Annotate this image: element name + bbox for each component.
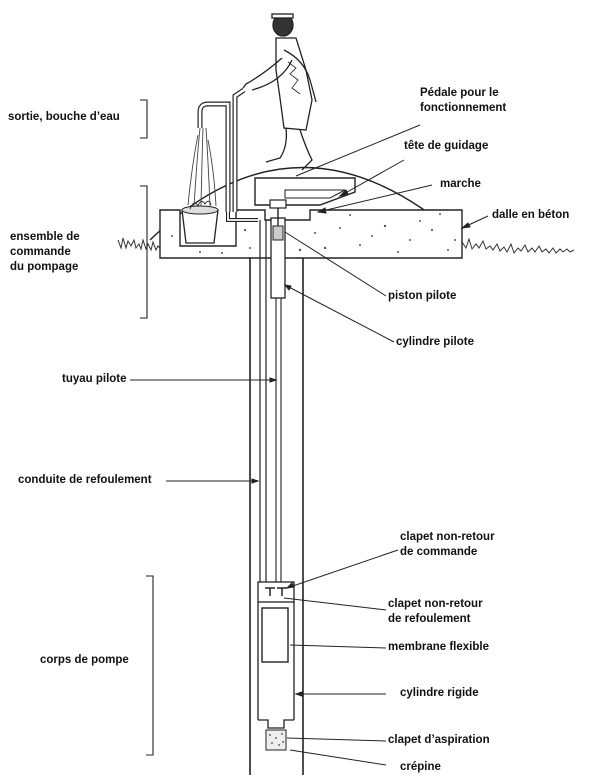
flexible-membrane (261, 607, 289, 663)
label-cylindre-rigide: cylindre rigide (400, 687, 479, 699)
ground-right (461, 237, 575, 255)
label-corps-de-pompe: corps de pompe (40, 654, 129, 666)
guide-head (269, 199, 287, 209)
label-membrane: membrane flexible (388, 641, 489, 653)
label-tete-de-guidage: tête de guidage (404, 140, 489, 152)
label-clapet-refoulement-line2: de refoulement (388, 613, 471, 625)
label-sortie: sortie, bouche d’eau (8, 111, 120, 123)
ground-left (117, 237, 162, 252)
label-ensemble-line2: commande (10, 246, 71, 258)
leader-lines (130, 124, 489, 766)
label-clapet-commande-line2: de commande (400, 546, 478, 558)
brackets (140, 99, 154, 756)
label-clapet-commande-line1: clapet non-retour (400, 531, 495, 543)
label-clapet-aspiration: clapet d’aspiration (388, 734, 490, 746)
concrete-slab (159, 209, 463, 259)
label-crepine: crépine (400, 761, 441, 773)
pilot-piston (272, 225, 284, 241)
label-marche: marche (440, 178, 481, 190)
pump-body (257, 581, 295, 751)
label-ensemble-line3: du pompage (10, 261, 79, 273)
handle-pipe (232, 87, 246, 212)
label-clapet-refoulement-line1: clapet non-retour (388, 598, 483, 610)
label-tuyau-pilote: tuyau pilote (62, 373, 127, 385)
label-conduite: conduite de refoulement (18, 474, 152, 486)
label-pedale-line2: fonctionnement (420, 102, 507, 114)
label-ensemble-line1: ensemble de (10, 231, 80, 243)
label-pedale-line1: Pédale pour le (420, 87, 499, 99)
label-cylindre-pilote: cylindre pilote (396, 336, 474, 348)
person-figure (242, 13, 317, 171)
outlet-spout (197, 101, 231, 212)
step-block (254, 177, 356, 206)
water-stream (187, 127, 217, 207)
bucket (181, 200, 219, 244)
strainer (265, 729, 287, 751)
label-dalle: dalle en béton (492, 209, 570, 221)
label-piston-pilote: piston pilote (388, 290, 457, 302)
